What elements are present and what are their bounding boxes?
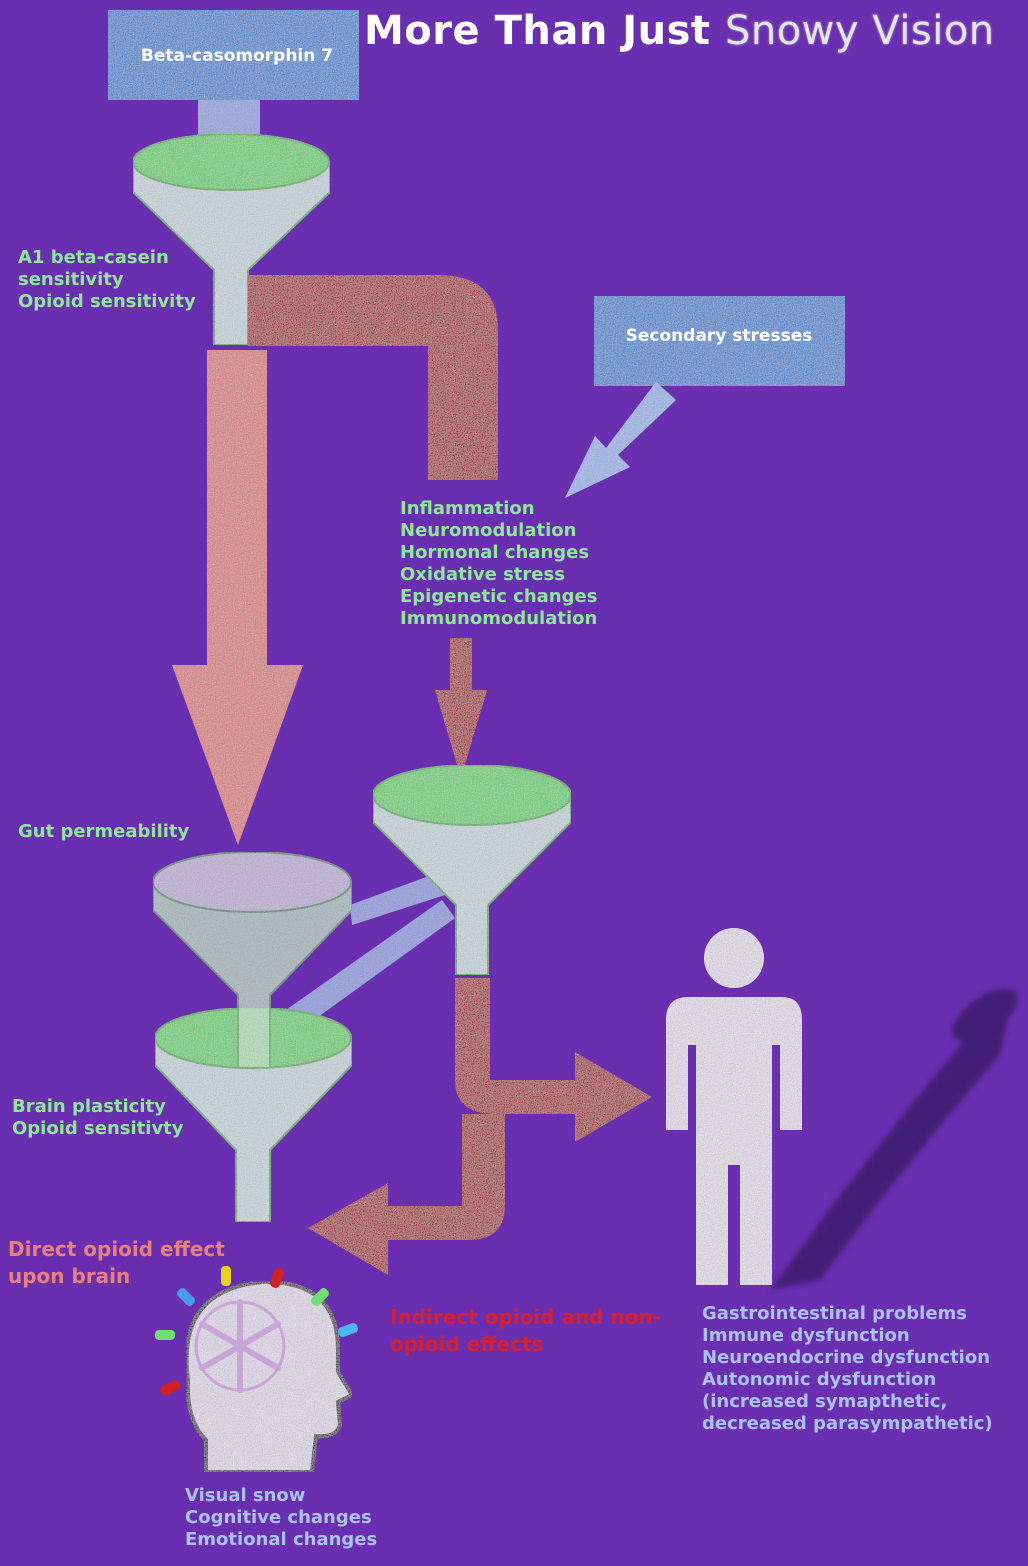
sparkle-green-right: [311, 1288, 329, 1306]
person-icon: [666, 928, 802, 1285]
source-box-label: Beta-casomorphin 7: [141, 46, 333, 66]
secondary-stress-label: Secondary stresses: [626, 326, 813, 346]
direct-effect-label: Direct opioid effect upon brain: [8, 1237, 225, 1288]
source-box: [108, 10, 359, 100]
sparkle-green-left: [155, 1330, 175, 1340]
person-shadow: [770, 988, 1018, 1290]
indirect-pipe-lower: [455, 978, 652, 1142]
title-highlight: Snowy Vision: [724, 8, 995, 54]
brain-outcomes-label: Visual snow Cognitive changes Emotional …: [185, 1485, 378, 1550]
indirect-effect-label: Indirect opioid and non- opioid effects: [390, 1305, 661, 1356]
funnel-mechanisms: [372, 764, 572, 976]
page-title: More Than Just Snowy Vision: [364, 8, 995, 54]
sparkle-yellow: [221, 1266, 231, 1286]
gut-permeability-label: Gut permeability: [18, 821, 190, 842]
direct-arrow-down: [172, 350, 303, 845]
funnel-sensitivity: [132, 133, 331, 346]
title-prefix: More Than Just: [364, 8, 711, 54]
sparkle-blue-left: [177, 1288, 195, 1306]
body-outcomes-label: Gastrointestinal problems Immune dysfunc…: [702, 1303, 993, 1434]
mechanisms-label: Inflammation Neuromodulation Hormonal ch…: [400, 498, 598, 629]
secondary-stress-arrow: [565, 382, 676, 498]
indirect-pipe-top: [248, 275, 498, 480]
brain-plasticity-label: Brain plasticity Opioid sensitivty: [12, 1096, 184, 1139]
head-snowflake-icon: [155, 1266, 358, 1474]
funnel-sensitivity-label: A1 beta-casein sensitivity Opioid sensit…: [18, 247, 196, 312]
funnel-gut: [152, 851, 353, 1069]
mechanism-arrow-down: [435, 638, 487, 778]
funnel-connector-upper: [350, 872, 445, 925]
secondary-stress-box: [594, 296, 845, 386]
sparkle-blue-right: [338, 1323, 358, 1337]
indirect-arrow-left: [308, 1114, 505, 1275]
sparkle-red-top: [270, 1268, 284, 1288]
snowflake-icon: [194, 1299, 286, 1393]
sparkle-red-left: [160, 1380, 180, 1396]
funnel-connector-lower: [286, 900, 455, 1030]
